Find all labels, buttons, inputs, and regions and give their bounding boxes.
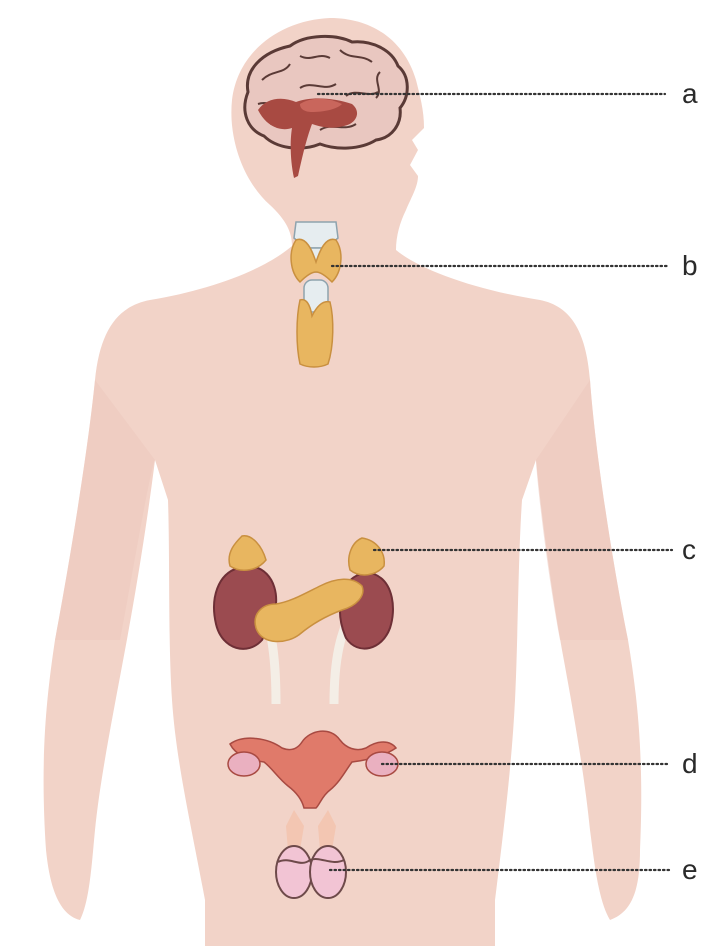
label-c: c	[682, 534, 696, 565]
label-b: b	[682, 250, 698, 281]
human-silhouette	[44, 18, 642, 946]
letter-labels: a b c d e	[682, 78, 698, 885]
label-e: e	[682, 854, 698, 885]
label-a: a	[682, 78, 698, 109]
label-d: d	[682, 748, 698, 779]
